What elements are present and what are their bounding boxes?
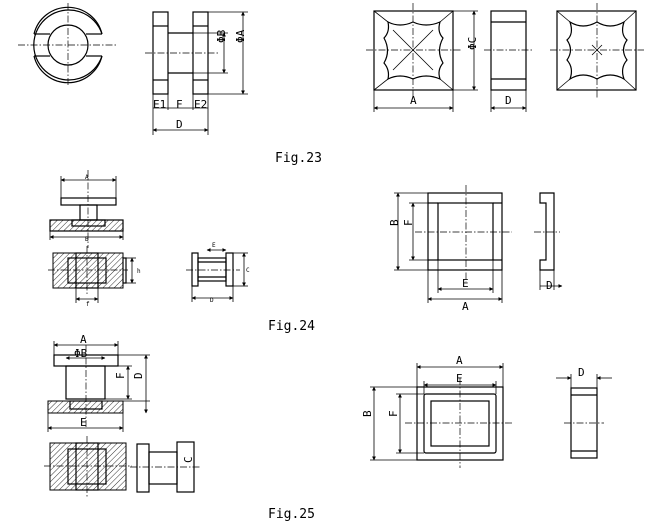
label-C-fig24-small: C <box>246 267 250 274</box>
fig24-small-side <box>186 248 248 302</box>
label-E-fig25: E <box>456 372 463 385</box>
fig23-square-core-side <box>484 10 533 112</box>
caption-fig24: Fig.24 <box>268 319 315 334</box>
caption-fig25: Fig.25 <box>268 507 315 522</box>
label-C-fig25: C <box>182 456 195 463</box>
label-F-fig24: F <box>402 219 415 226</box>
fig24-bobbin-section <box>48 246 136 303</box>
label-B-fig24: B <box>388 219 401 226</box>
label-A-fig25-top: A <box>80 333 87 346</box>
fig24-square-core-front <box>394 185 512 303</box>
label-D-fig23-side: D <box>505 94 512 107</box>
label-h-fig24: h <box>137 268 141 275</box>
label-E-fig25-top: E <box>80 416 87 429</box>
label-D-fig24: D <box>546 279 553 292</box>
label-A-fig23: A <box>410 94 417 107</box>
fig25-square-core-front <box>370 363 513 468</box>
caption-fig23: Fig.23 <box>275 151 322 166</box>
label-E-fig24: E <box>462 277 469 290</box>
label-B-fig25: B <box>361 410 374 417</box>
label-phiB: ΦB <box>215 29 228 43</box>
fig24-core-assembly <box>49 170 124 248</box>
label-D-fig24-small: D <box>210 297 214 304</box>
label-A-fig25: A <box>456 354 463 367</box>
label-E1: E1 <box>153 98 166 111</box>
label-B-fig24-top: B <box>85 236 89 243</box>
fig23-square-core-back <box>550 3 644 98</box>
label-phiA: ΦA <box>234 29 247 43</box>
fig25-bobbin-section <box>44 436 132 498</box>
fig23-core-top-view <box>18 3 118 87</box>
label-D-fig25-top: D <box>132 372 145 379</box>
fig25-core-assembly <box>47 341 150 432</box>
fig25-small-side <box>130 441 200 493</box>
label-F-fig25-top: F <box>114 372 127 379</box>
fig23-square-core-front <box>366 3 478 112</box>
label-A-fig24-top: A <box>85 174 89 181</box>
label-f-fig24: f <box>86 301 90 308</box>
fig25-square-core-side <box>556 374 612 459</box>
label-F: F <box>176 98 183 111</box>
fig23-core-side-view <box>145 11 248 135</box>
fig24-square-core-side <box>534 192 563 290</box>
label-E2: E2 <box>194 98 207 111</box>
label-D: D <box>176 118 183 131</box>
label-phiC: ΦC <box>466 37 479 50</box>
label-F-fig25: F <box>387 410 400 417</box>
label-D-fig25: D <box>578 366 585 379</box>
label-phiB-fig25: ΦB <box>74 347 88 360</box>
label-A-fig24: A <box>462 300 469 313</box>
label-E-fig24-small: E <box>212 242 216 249</box>
